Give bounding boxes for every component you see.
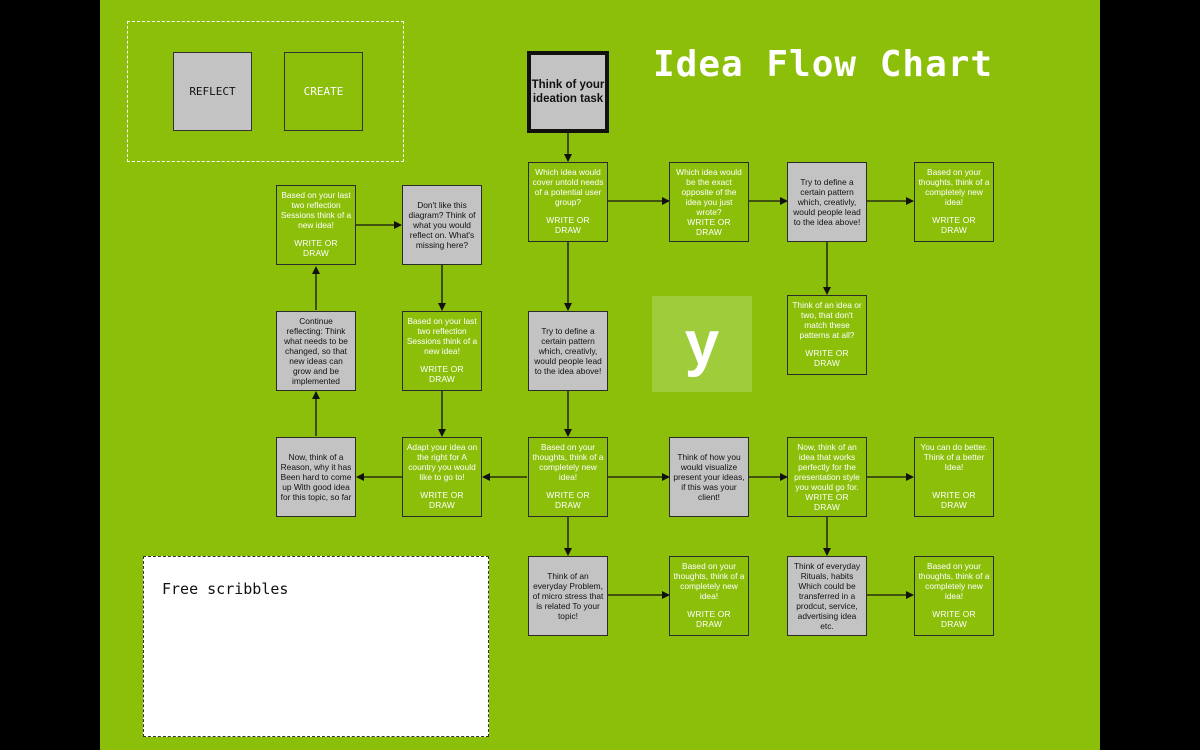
node-text: Which idea would cover untold needs of a…	[532, 167, 604, 208]
legend-frame	[127, 21, 404, 162]
free-scribbles-area[interactable]: Free scribbles	[143, 556, 489, 737]
node-new-idea-2: Based on your thoughts, think of a compl…	[669, 556, 749, 636]
write-or-draw: WRITE OR DRAW	[687, 608, 731, 629]
node-reflection-idea-2: Based on your last two reflection Sessio…	[402, 311, 482, 391]
legend-create: CREATE	[284, 52, 363, 131]
write-or-draw: WRITE OR DRAW	[420, 363, 464, 384]
node-text: Based on your thoughts, think of a compl…	[532, 442, 604, 483]
node-reason-hard: Now, think of a Reason, why it has Been …	[276, 437, 356, 517]
node-define-pattern-1: Try to define a certain pattern which, c…	[787, 162, 867, 242]
node-better-idea: You can do better. Think of a better Ide…	[914, 437, 994, 517]
start-node: Think of your ideation task	[527, 51, 609, 133]
write-or-draw: WRITE OR DRAW	[546, 489, 590, 510]
node-text: Try to define a certain pattern which, c…	[793, 176, 861, 228]
node-text: Based on your last two reflection Sessio…	[280, 190, 352, 231]
node-text: Based on your thoughts, think of a compl…	[918, 561, 990, 602]
node-adapt-country: Adapt your idea on the right for A count…	[402, 437, 482, 517]
node-new-idea-center: Based on your thoughts, think of a compl…	[528, 437, 608, 517]
node-text: You can do better. Think of a better Ide…	[920, 442, 988, 473]
node-text: Adapt your idea on the right for A count…	[406, 442, 478, 483]
node-text: Continue reflecting: Think what needs to…	[284, 315, 348, 387]
write-or-draw: WRITE OR DRAW	[294, 237, 338, 258]
write-or-draw: WRITE OR DRAW	[932, 608, 976, 629]
node-everyday-rituals: Think of everyday Rituals, habits Which …	[787, 556, 867, 636]
node-continue-reflecting: Continue reflecting: Think what needs to…	[276, 311, 356, 391]
node-text: Which idea would be the exact opposite o…	[676, 167, 742, 218]
node-text: Based on your last two reflection Sessio…	[406, 316, 478, 357]
node-untold-needs: Which idea would cover untold needs of a…	[528, 162, 608, 242]
node-reflection-idea-1: Based on your last two reflection Sessio…	[276, 185, 356, 265]
free-scribbles-label: Free scribbles	[162, 580, 289, 598]
node-text: Don't like this diagram? Think of what y…	[408, 199, 476, 251]
write-or-draw: WRITE OR DRAW	[687, 217, 731, 238]
node-text: Now, think of a Reason, why it has Been …	[280, 451, 352, 503]
node-text: Think of how you would visualize present…	[673, 451, 745, 503]
node-text: Try to define a certain pattern which, c…	[534, 325, 602, 377]
write-or-draw: WRITE OR DRAW	[805, 347, 849, 368]
node-define-pattern-2: Try to define a certain pattern which, c…	[528, 311, 608, 391]
write-or-draw: WRITE OR DRAW	[805, 492, 849, 513]
write-or-draw: WRITE OR DRAW	[546, 214, 590, 235]
node-presentation-idea: Now, think of an idea that works perfect…	[787, 437, 867, 517]
write-or-draw: WRITE OR DRAW	[420, 489, 464, 510]
node-dont-like-diagram: Don't like this diagram? Think of what y…	[402, 185, 482, 265]
node-text: Think of an everyday Problem, of micro s…	[532, 570, 604, 622]
legend-reflect: REFLECT	[173, 52, 252, 131]
node-visualize-presentation: Think of how you would visualize present…	[669, 437, 749, 517]
node-text: Now, think of an idea that works perfect…	[794, 442, 860, 493]
node-text: Think of an idea or two, that don't matc…	[792, 300, 862, 341]
page-title: Idea Flow Chart	[653, 44, 994, 85]
logo: y	[652, 296, 752, 392]
write-or-draw: WRITE OR DRAW	[932, 214, 976, 235]
node-opposite-idea: Which idea would be the exact opposite o…	[669, 162, 749, 242]
node-no-pattern-idea: Think of an idea or two, that don't matc…	[787, 295, 867, 375]
node-text: Based on your thoughts, think of a compl…	[673, 561, 745, 602]
node-new-idea-1: Based on your thoughts, think of a compl…	[914, 162, 994, 242]
write-or-draw: WRITE OR DRAW	[932, 489, 976, 510]
node-text: Think of everyday Rituals, habits Which …	[793, 560, 861, 632]
node-text: Based on your thoughts, think of a compl…	[918, 167, 990, 208]
node-everyday-problem: Think of an everyday Problem, of micro s…	[528, 556, 608, 636]
node-new-idea-3: Based on your thoughts, think of a compl…	[914, 556, 994, 636]
